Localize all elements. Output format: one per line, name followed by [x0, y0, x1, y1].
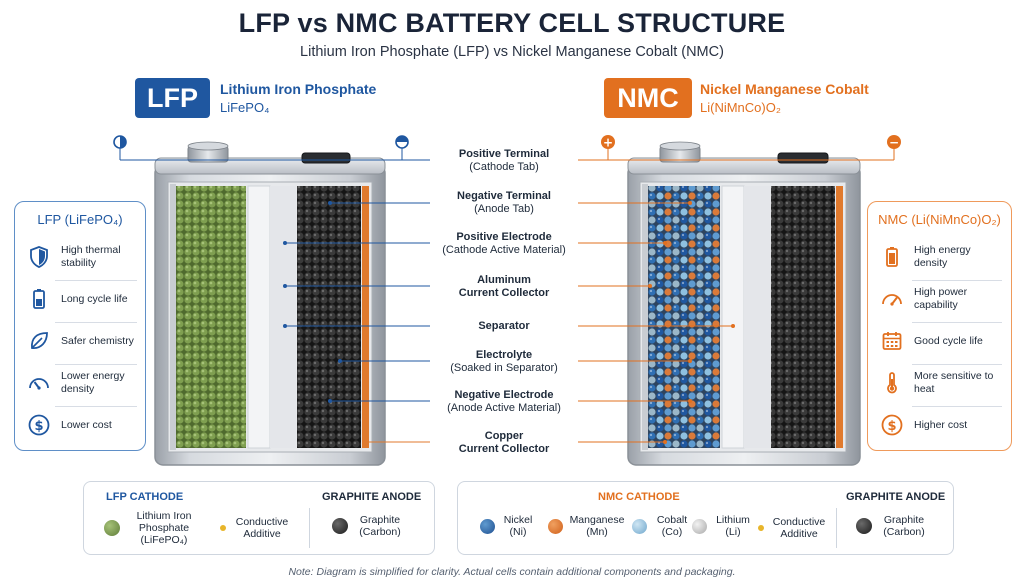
nmc-leader-lines — [578, 159, 733, 443]
callout-negative-terminal: Negative Terminal(Anode Tab) — [457, 190, 551, 215]
svg-text:$: $ — [887, 419, 896, 434]
nmc-feature-item: $ Higher cost — [878, 404, 1004, 446]
lfp-cathode-layer — [176, 186, 246, 448]
legend-item-manganese: Manganese (Mn) — [548, 514, 625, 538]
lfp-name: Lithium Iron Phosphate — [220, 81, 377, 97]
nmc-cell — [627, 141, 861, 466]
nmc-name: Nickel Manganese Cobalt — [700, 81, 869, 97]
lfp-formula: LiFePO₄ — [220, 100, 270, 115]
nmc-negative-terminal — [777, 152, 829, 164]
nmc-plus-icon — [601, 135, 615, 149]
svg-text:$: $ — [34, 419, 43, 434]
nmc-cathode-layer — [648, 186, 720, 448]
legend-item-nmc-graphite: Graphite (Carbon) — [856, 514, 930, 538]
lfp-feature-item: High thermal stability — [25, 236, 141, 278]
nmc-graphite-legend-title: GRAPHITE ANODE — [846, 491, 946, 503]
lfp-cathode-legend-title: LFP CATHODE — [106, 491, 184, 503]
nmc-cathode-legend-title: NMC CATHODE — [598, 491, 680, 503]
legend-item-lithium: Lithium (Li) — [692, 514, 753, 538]
page-subtitle: Lithium Iron Phosphate (LFP) vs Nickel M… — [300, 44, 724, 60]
gauge-icon — [25, 369, 53, 397]
callout-separator: Separator — [478, 320, 530, 332]
lfp-feature-item: $ Lower cost — [25, 404, 141, 446]
lfp-features-panel: LFP (LiFePO₄) High thermal stability Lon… — [14, 201, 146, 451]
lfp-panel-title: LFP (LiFePO₄) — [37, 212, 123, 227]
callout-positive-terminal: Positive Terminal(Cathode Tab) — [458, 148, 550, 173]
lfp-feature-item: Safer chemistry — [25, 320, 141, 362]
nmc-panel-title: NMC (Li(NiMnCo)O₂) — [878, 212, 1001, 227]
lfp-terminal-indicators — [113, 135, 409, 161]
lfp-copper-collector — [362, 186, 369, 448]
dollar-icon: $ — [878, 411, 906, 439]
nmc-anode-layer — [771, 186, 835, 448]
lfp-feature-item: Lower energy density — [25, 362, 141, 404]
legend-item-lfp-additive: Conductive Additive — [220, 516, 292, 540]
svg-text:+: + — [603, 136, 613, 150]
nmc-features-panel: NMC (Li(NiMnCo)O₂) High energy density H… — [867, 201, 1012, 451]
dollar-icon: $ — [25, 411, 53, 439]
nmc-badge: NMC — [604, 78, 692, 118]
nmc-feature-item: High energy density — [878, 236, 1004, 278]
lfp-legend-box: LFP CATHODE GRAPHITE ANODE Lithium Iron … — [83, 481, 435, 555]
legend-item-cobalt: Cobalt (Co) — [632, 514, 691, 538]
nmc-minus-icon — [887, 135, 901, 149]
lfp-cell — [154, 141, 386, 466]
nmc-terminal-indicators: + − — [601, 135, 901, 161]
leaf-icon — [25, 327, 53, 355]
nmc-feature-item: Good cycle life — [878, 320, 1004, 362]
nmc-legend-box: NMC CATHODE GRAPHITE ANODE Nickel (Ni) M… — [457, 481, 954, 555]
calendar-icon — [878, 327, 906, 355]
page-title: LFP vs NMC BATTERY CELL STRUCTURE — [238, 8, 786, 38]
lfp-anode-layer — [297, 186, 361, 448]
callout-negative-electrode: Negative Electrode(Anode Active Material… — [447, 389, 561, 414]
battery-icon — [25, 285, 53, 313]
legend-item-nickel: Nickel (Ni) — [480, 514, 535, 538]
legend-item-lfp: Lithium Iron Phosphate (LiFePO₄) — [104, 510, 202, 546]
lfp-graphite-legend-title: GRAPHITE ANODE — [322, 491, 422, 503]
nmc-copper-collector — [836, 186, 843, 448]
thermometer-icon — [878, 369, 906, 397]
callout-positive-electrode: Positive Electrode(Cathode Active Materi… — [442, 231, 566, 256]
nmc-feature-item: High power capability — [878, 278, 1004, 320]
gauge-icon — [878, 285, 906, 313]
nmc-formula: Li(NiMnCo)O₂ — [700, 100, 781, 115]
legend-item-lfp-graphite: Graphite (Carbon) — [332, 514, 406, 538]
callout-electrolyte: Electrolyte(Soaked in Separator) — [450, 349, 558, 374]
svg-text:−: − — [889, 136, 899, 150]
lfp-feature-item: Long cycle life — [25, 278, 141, 320]
lfp-badge: LFP — [135, 78, 210, 118]
legend-item-nmc-additive: Conductive Additive — [758, 516, 828, 540]
shield-icon — [25, 243, 53, 271]
nmc-feature-item: More sensitive to heat — [878, 362, 1004, 404]
nmc-separator — [721, 185, 745, 449]
lfp-negative-terminal — [301, 152, 351, 164]
lfp-separator — [247, 185, 271, 449]
footnote: Note: Diagram is simplified for clarity.… — [288, 566, 736, 578]
lfp-leader-lines — [230, 159, 430, 443]
battery-icon — [878, 243, 906, 271]
